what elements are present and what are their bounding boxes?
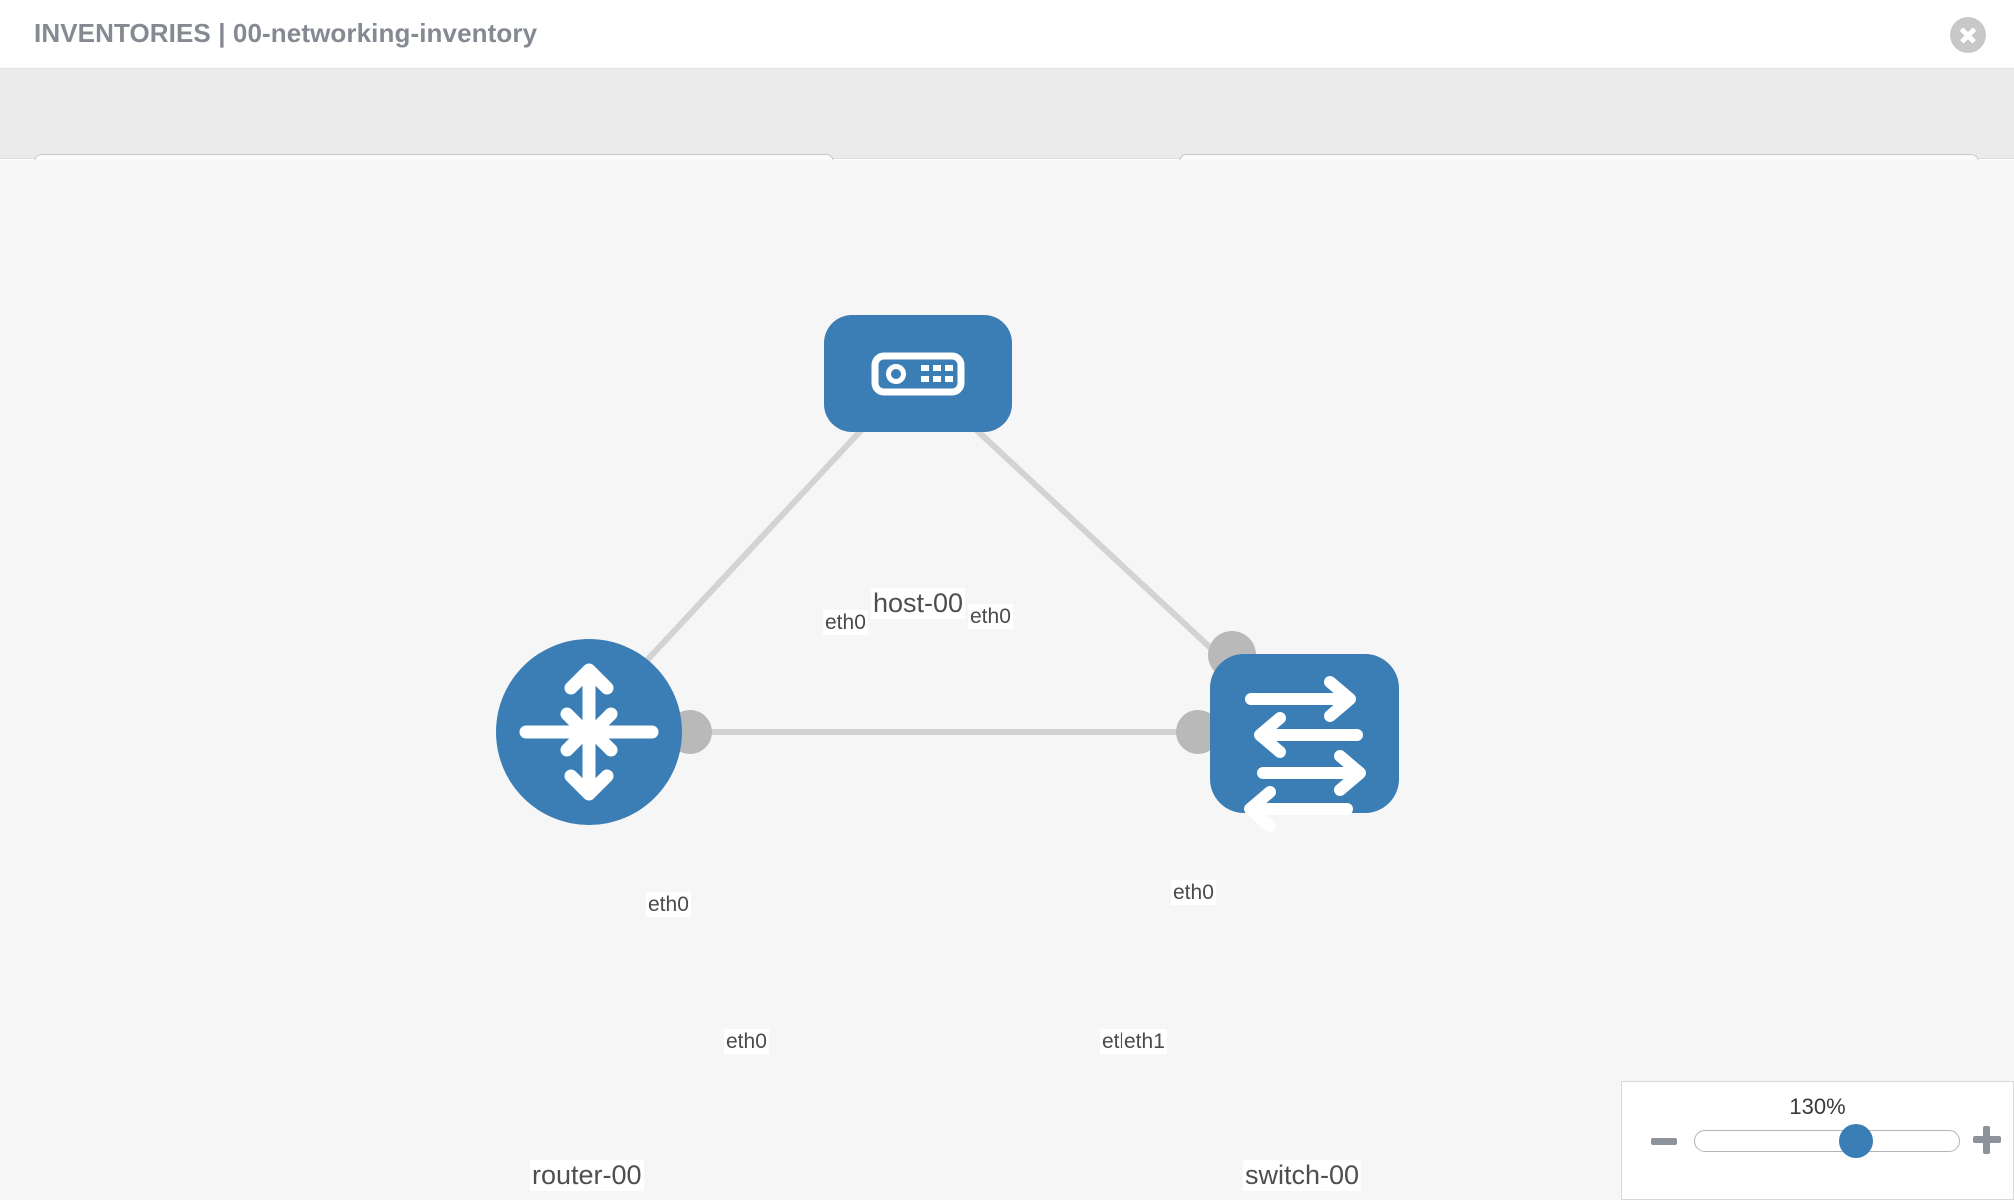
zoom-out-button[interactable] bbox=[1651, 1138, 1677, 1145]
router-arrows-icon bbox=[519, 663, 659, 801]
node-label-switch-00: switch-00 bbox=[1243, 1160, 1362, 1191]
switch-arrows-icon bbox=[1244, 676, 1366, 832]
link-host-router[interactable] bbox=[607, 407, 883, 703]
iface-label-switch-uplink: eth0 bbox=[1171, 880, 1216, 905]
zoom-control-panel: 130% bbox=[1621, 1081, 2014, 1200]
zoom-in-icon-vertical bbox=[1983, 1126, 1990, 1154]
node-host-00-body[interactable] bbox=[824, 315, 1012, 432]
iface-label-switch-eth1: eth1 bbox=[1122, 1029, 1167, 1054]
iface-label-router-eth0: eth0 bbox=[724, 1029, 769, 1054]
connector-switch-left[interactable] bbox=[1176, 710, 1220, 754]
zoom-slider-thumb[interactable] bbox=[1838, 1124, 1873, 1158]
iface-label-router-uplink: eth0 bbox=[646, 892, 691, 917]
topology-links bbox=[607, 407, 1248, 735]
node-label-host-00: host-00 bbox=[871, 588, 966, 619]
close-icon[interactable] bbox=[1950, 17, 1986, 53]
topology-canvas[interactable]: host-00 router-00 switch-00 eth0 eth0 et… bbox=[0, 160, 2014, 1200]
iface-label-host-left: eth0 bbox=[823, 610, 868, 635]
node-label-router-00: router-00 bbox=[530, 1160, 644, 1191]
server-appliance-icon bbox=[871, 352, 965, 396]
node-switch-00[interactable] bbox=[1210, 654, 1399, 832]
link-host-switch[interactable] bbox=[952, 407, 1248, 683]
node-host-00[interactable] bbox=[824, 315, 1012, 432]
topology-graph bbox=[496, 315, 1399, 832]
zoom-slider-track[interactable] bbox=[1694, 1124, 1960, 1158]
iface-label-host-right: eth0 bbox=[968, 604, 1013, 629]
page-header: INVENTORIES | 00-networking-inventory bbox=[0, 0, 2014, 69]
zoom-in-button[interactable] bbox=[1973, 1126, 2001, 1154]
zoom-level-label: 130% bbox=[1789, 1094, 1846, 1119]
toolbar: ACTIONS SEARCH bbox=[0, 69, 2014, 211]
node-router-00[interactable] bbox=[496, 639, 682, 825]
page-title: INVENTORIES | 00-networking-inventory bbox=[34, 18, 538, 48]
